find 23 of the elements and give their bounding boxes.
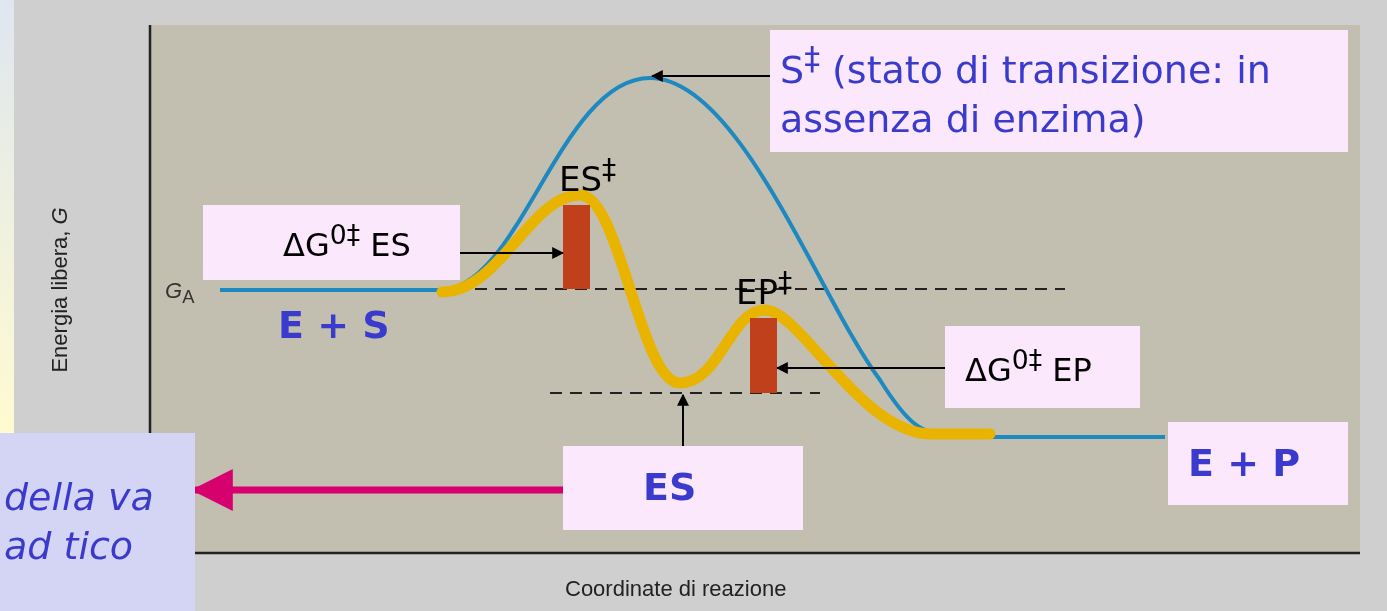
energy-bar [750, 318, 777, 393]
callout-box [203, 205, 460, 280]
energy-level-label: G$_{A}$ [165, 278, 195, 309]
callout-text: ΔG$^{0‡}$ EP [965, 342, 1092, 391]
callout-text: E + P [1188, 439, 1301, 487]
axis-label: Energia libera, G [47, 207, 73, 373]
callout-text: ΔG$^{0‡}$ ES [283, 218, 411, 267]
state-label: E + S [278, 303, 390, 347]
axis-label: Coordinate di reazione [565, 576, 787, 602]
callout-box [563, 446, 803, 530]
callout-box [1168, 422, 1348, 505]
note-box [0, 433, 195, 611]
arrow [677, 393, 689, 447]
callout-text: della va ad tico [4, 473, 154, 570]
callout-text: ES [643, 464, 697, 512]
arrow [775, 362, 946, 374]
arrow [459, 247, 565, 259]
callout-box [770, 30, 1348, 152]
state-label: ES$^{‡}$ [559, 153, 617, 200]
callout-text: S$^{‡}$ (stato di transizione: in assenza di enzima) [780, 38, 1272, 143]
energy-bar [563, 205, 590, 289]
callout-box [945, 326, 1140, 408]
arrow [650, 70, 771, 82]
